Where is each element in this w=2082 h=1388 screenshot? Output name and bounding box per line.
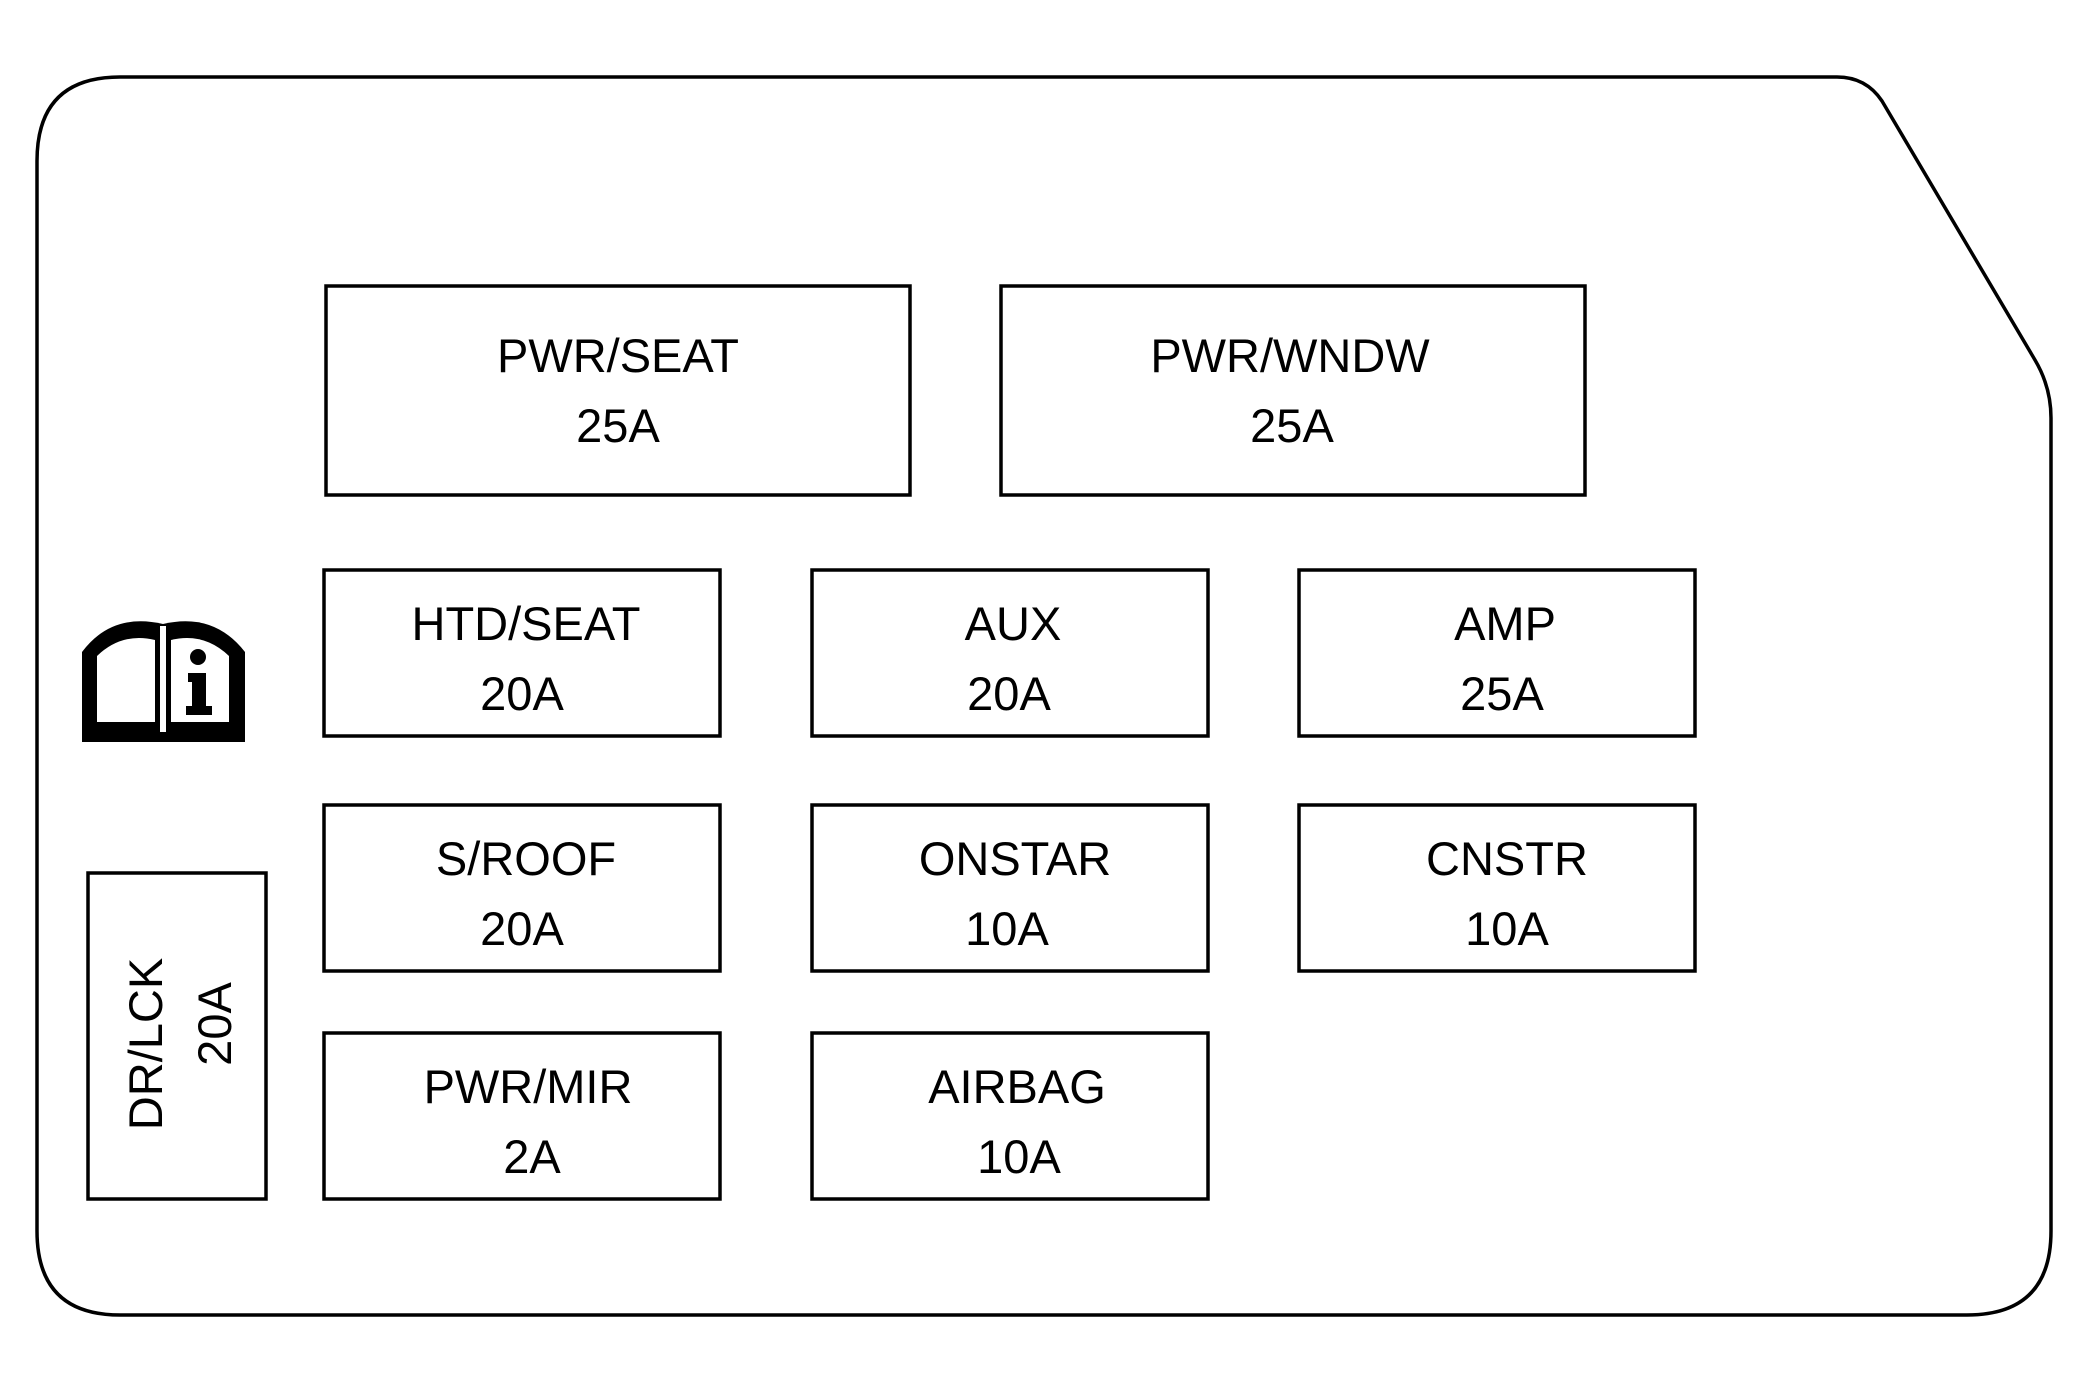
fuse-cnstr: CNSTR 10A xyxy=(1297,803,1697,973)
fuse-amp: AMP 25A xyxy=(1297,568,1697,738)
fuse-s-roof-name: S/ROOF xyxy=(436,832,616,885)
fuse-s-roof: S/ROOF 20A xyxy=(322,803,722,973)
fuse-pwr-seat: PWR/SEAT 25A xyxy=(324,284,912,497)
fuse-panel-outline xyxy=(35,75,2053,1317)
fuse-pwr-wndw-name: PWR/WNDW xyxy=(1150,329,1430,382)
fuse-dr-lck: DR/LCK 20A xyxy=(86,871,268,1201)
book-info-icon xyxy=(82,621,245,742)
fuse-pwr-seat-name: PWR/SEAT xyxy=(497,329,739,382)
fuse-cnstr-rating: 10A xyxy=(1465,902,1549,955)
fuse-pwr-mir-rating: 2A xyxy=(503,1130,561,1183)
fuse-airbag: AIRBAG 10A xyxy=(810,1031,1210,1201)
fuse-dr-lck-name: DR/LCK xyxy=(119,958,172,1130)
fuse-dr-lck-rating: 20A xyxy=(188,982,241,1066)
fuse-pwr-wndw-rating: 25A xyxy=(1250,399,1334,452)
fuse-htd-seat-name: HTD/SEAT xyxy=(412,597,641,650)
fuse-aux: AUX 20A xyxy=(810,568,1210,738)
fuse-airbag-name: AIRBAG xyxy=(928,1060,1106,1113)
fuse-pwr-mir-name: PWR/MIR xyxy=(424,1060,633,1113)
fuse-aux-name: AUX xyxy=(965,597,1062,650)
fuse-amp-rating: 25A xyxy=(1460,667,1544,720)
fuse-htd-seat-rating: 20A xyxy=(480,667,564,720)
fuse-airbag-rating: 10A xyxy=(977,1130,1061,1183)
fuse-amp-name: AMP xyxy=(1454,597,1556,650)
fuse-s-roof-rating: 20A xyxy=(480,902,564,955)
fuse-onstar-rating: 10A xyxy=(965,902,1049,955)
fuse-onstar-name: ONSTAR xyxy=(919,832,1111,885)
fuse-cnstr-name: CNSTR xyxy=(1426,832,1588,885)
fuse-pwr-seat-rating: 25A xyxy=(576,399,660,452)
fuse-onstar: ONSTAR 10A xyxy=(810,803,1210,973)
fuse-aux-rating: 20A xyxy=(967,667,1051,720)
fuse-pwr-mir: PWR/MIR 2A xyxy=(322,1031,722,1201)
fuse-htd-seat: HTD/SEAT 20A xyxy=(322,568,722,738)
fuse-pwr-wndw: PWR/WNDW 25A xyxy=(999,284,1587,497)
